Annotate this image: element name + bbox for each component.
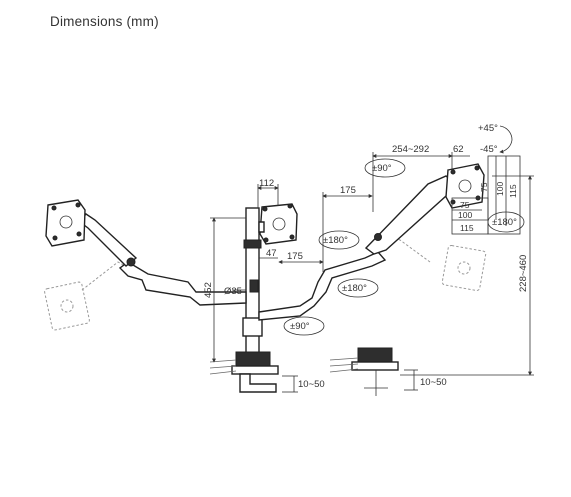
dim-vesa-115-h: 115 — [460, 223, 474, 233]
rot-tilt-up: +45° — [478, 123, 498, 134]
dim-vesa-115-v: 115 — [508, 184, 518, 198]
dim-right-reach: 254~292 — [392, 144, 429, 155]
left-vesa-plate — [45, 199, 86, 247]
dim-height-range: 228~460 — [518, 255, 529, 292]
dim-vesa-offset: 62 — [453, 144, 464, 155]
dim-clamp-left: 10~50 — [298, 379, 325, 390]
rot-rotate-right: ±180° — [492, 217, 517, 228]
dim-vesa-100-v: 100 — [495, 182, 505, 196]
rot-swivel-top: ±90° — [372, 163, 392, 174]
grommet-base-right — [329, 347, 399, 396]
dim-offset: 47 — [266, 248, 277, 259]
dim-arm-segment: 175 — [340, 185, 356, 196]
center-vesa-plate — [258, 203, 298, 245]
rot-rotate-mid: ±180° — [323, 235, 348, 246]
dim-pole-diameter: Ø35 — [224, 286, 242, 297]
rot-rotate-lower: ±180° — [342, 283, 367, 294]
ghost-left-monitor — [44, 261, 133, 331]
dim-vesa-100-h: 100 — [458, 210, 472, 220]
left-arm — [79, 213, 247, 306]
rot-swivel-base: ±90° — [290, 321, 310, 332]
dim-arm-segment-lower: 175 — [287, 251, 303, 262]
ghost-right-monitor — [384, 231, 487, 292]
dimension-lines — [210, 152, 534, 393]
dim-vesa-75-v: 75 — [479, 182, 489, 192]
diagram-title: Dimensions (mm) — [50, 14, 159, 29]
dim-vesa-75-h: 75 — [460, 200, 470, 210]
rot-tilt-down: -45° — [480, 144, 498, 155]
rotation-arcs — [283, 125, 525, 336]
dim-vesa-center: 112 — [259, 178, 274, 189]
dim-pole-height: 452 — [203, 282, 214, 298]
clamp-base-left — [209, 351, 279, 393]
dim-clamp-right: 10~50 — [420, 377, 447, 388]
middle-arm — [258, 175, 456, 321]
